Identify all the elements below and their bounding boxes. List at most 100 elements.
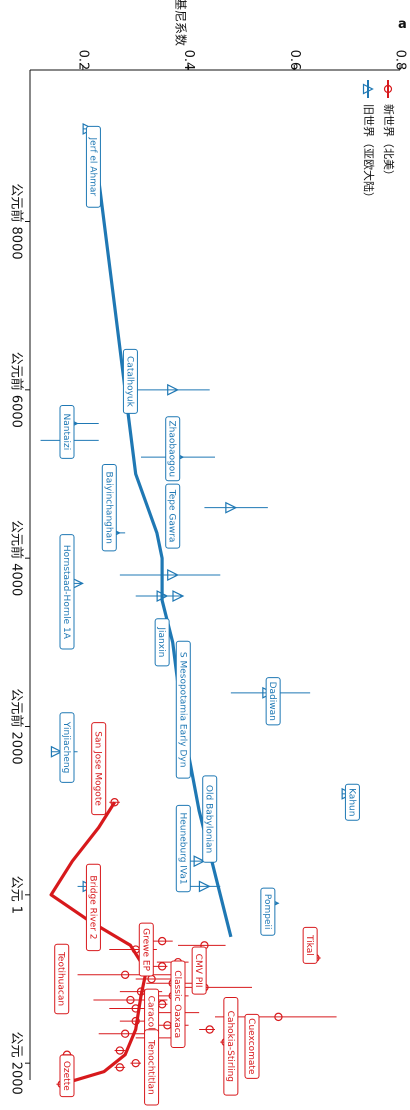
data-point: [120, 970, 130, 979]
data-point: [115, 1046, 125, 1055]
site-label-text: Teotihuacan: [56, 951, 66, 1006]
trend-line: [49, 801, 148, 1086]
site-label: Grewe EP: [138, 922, 154, 977]
site-label: Baiyinchanghan: [101, 463, 117, 552]
site-label-box: [144, 1029, 160, 1106]
site-label-box: [165, 416, 181, 482]
site-label-text: Yinjiacheng: [61, 721, 71, 774]
data-point: [274, 1012, 283, 1022]
site-label-text: Baiyinchanghan: [103, 472, 113, 544]
site-label-box: [165, 483, 181, 549]
site-label: Catalhoyuk: [122, 348, 138, 414]
site-label-box: [170, 960, 186, 1048]
data-point: [167, 383, 180, 396]
site-label-box: [85, 863, 101, 952]
site-label-text: Nantaizi: [61, 414, 71, 451]
data-point: [131, 1058, 140, 1068]
site-label: Yinjiacheng: [59, 712, 75, 783]
time-tick-label: 公元前 6000: [9, 352, 25, 428]
site-label-text: Catalhoyuk: [124, 356, 134, 408]
data-point: [115, 1063, 125, 1072]
site-label-box: [59, 534, 75, 650]
data-point: [156, 590, 169, 603]
data-point: [120, 1029, 130, 1038]
legend: 新世界（北美）旧世界（亚欧大陆）: [362, 80, 396, 203]
time-tick-label: 公元前 4000: [9, 520, 25, 596]
site-label-box: [202, 775, 218, 863]
data-point: [198, 880, 211, 893]
data-point: [167, 569, 180, 581]
site-label-text: Tenochtitlan: [146, 1039, 156, 1095]
site-label-text: S Mesopotamia Early Dyn: [177, 652, 187, 768]
site-label: Nantaizi: [59, 405, 75, 459]
site-label-box: [91, 722, 107, 816]
site-label: Tikal: [302, 926, 318, 964]
data-point: [193, 855, 206, 868]
site-label-text: Jerf el Ahmar: [87, 136, 97, 196]
site-label-box: [122, 348, 138, 414]
data-point: [131, 1016, 140, 1026]
site-label-text: Caracol: [146, 996, 156, 1030]
site-label: Dadiwan: [265, 677, 281, 726]
site-label-box: [138, 922, 154, 977]
site-label-text: Tepe Gawra: [167, 489, 177, 543]
site-label-text: San Jose Mogote: [93, 731, 103, 806]
data-point: [225, 501, 238, 514]
site-label-box: [59, 405, 75, 459]
site-label-box: [265, 677, 281, 726]
site-label: Cahokia-Stirling: [223, 997, 239, 1096]
site-label: Ozette: [59, 1054, 75, 1098]
site-label-text: Grewe EP: [140, 928, 150, 971]
site-label-text: Pompeii: [262, 894, 272, 930]
site-label-text: Dadiwan: [267, 682, 277, 721]
site-label-text: Old Babylonian: [204, 785, 214, 853]
site-label-text: Ozette: [61, 1061, 71, 1091]
site-label-text: Zhaobaogou: [167, 420, 177, 477]
site-label: San Jose Mogote: [91, 722, 107, 816]
site-label-text: Classic Oaxaca: [172, 970, 182, 1038]
data-point: [157, 962, 167, 971]
time-tick-label: 公元前 8000: [9, 183, 25, 259]
site-label-box: [260, 887, 276, 936]
site-label-box: [244, 1013, 260, 1079]
site-label: Hornstaad-Hornle 1A: [59, 534, 75, 650]
site-label-box: [175, 640, 191, 779]
site-label-box: [85, 125, 101, 208]
site-label-text: Heuneburg IVa1: [177, 812, 187, 884]
value-axis-title: 基尼系数: [174, 0, 189, 46]
value-tick-label: 0.4: [181, 50, 196, 71]
site-label-text: Cahokia-Stirling: [225, 1011, 235, 1082]
data-point: [205, 1025, 214, 1034]
value-tick-label: 0.6: [287, 50, 302, 71]
site-label: Kahun: [344, 783, 360, 821]
time-tick-label: 公元 1: [9, 876, 24, 914]
site-label-box: [223, 997, 239, 1096]
time-tick-label: 公元 2000: [9, 1032, 24, 1095]
site-label: Jerf el Ahmar: [85, 125, 101, 208]
site-label-box: [154, 618, 170, 667]
site-label-box: [344, 783, 360, 821]
data-point: [157, 936, 167, 946]
site-label-text: Tikal: [304, 934, 314, 956]
legend-marker: [383, 84, 393, 94]
value-tick-label: 0.2: [75, 50, 90, 71]
site-label: CMV PII: [191, 946, 207, 995]
site-label: Caracol: [144, 988, 160, 1037]
site-label-box: [101, 463, 117, 552]
site-label: S Mesopotamia Early Dyn: [175, 640, 191, 779]
time-tick-label: 公元前 2000: [9, 688, 25, 764]
site-label: Heuneburg IVa1: [175, 804, 191, 893]
site-label: Bridge River 2: [85, 863, 101, 952]
site-label-box: [175, 804, 191, 893]
site-label: Classic Oaxaca: [170, 960, 186, 1048]
site-label-box: [191, 946, 207, 995]
legend-label: 新世界（北美）: [382, 104, 396, 181]
site-label-box: [54, 943, 70, 1015]
site-label-box: [59, 712, 75, 783]
site-label: Cuexcomate: [244, 1013, 260, 1079]
data-point: [131, 1004, 140, 1013]
site-label: Teotihuacan: [54, 943, 70, 1015]
site-label-box: [302, 926, 318, 964]
data-point: [50, 745, 63, 758]
